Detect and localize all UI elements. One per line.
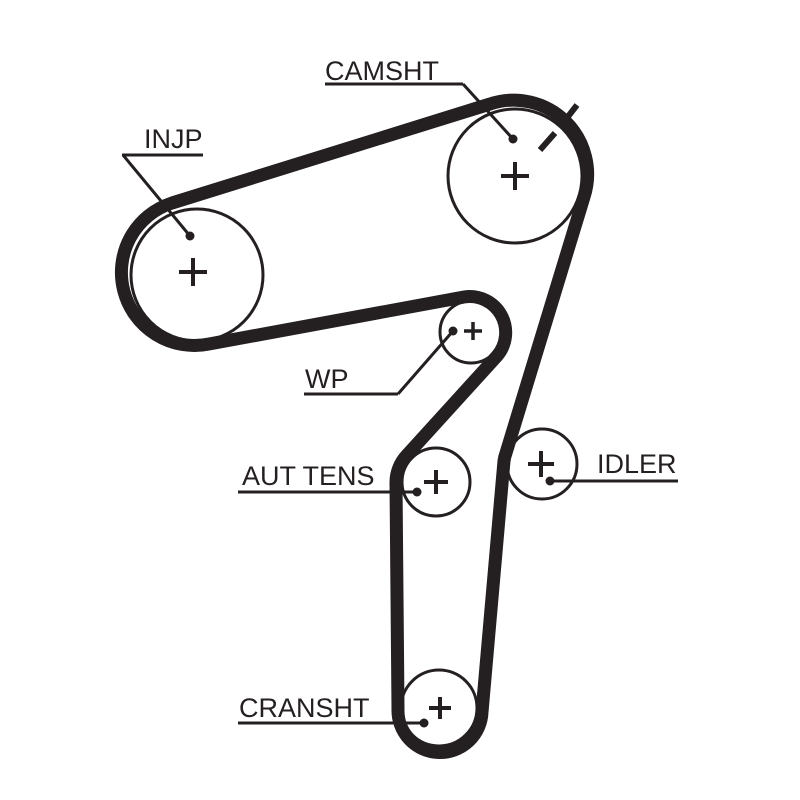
label-aut-tens: AUT TENS [242,461,375,491]
timing-mark-dashes [537,103,580,152]
leader-lines [121,82,678,725]
leader-dot-camsht [508,134,518,144]
label-injp: INJP [144,124,203,154]
leader-dot-wp [448,326,458,336]
label-idler: IDLER [597,449,677,479]
leader-line-wp [396,330,455,395]
leader-dot-aut-tens [412,487,422,497]
label-wp: WP [305,364,349,394]
timing-belt-path [114,93,595,760]
leader-dots [185,134,555,728]
leader-dot-idler [545,476,555,486]
center-marker-camsht [501,162,529,190]
center-marker-wp [464,322,482,340]
ink-strokes [114,82,678,760]
leader-line-camsht [461,82,515,141]
pulley-circle-injp [129,207,265,343]
center-markers [179,162,554,719]
leader-line-injp [121,154,192,237]
center-marker-aut-tens [424,470,448,494]
center-marker-injp [179,258,207,286]
label-camsht: CAMSHT [325,56,439,86]
leader-dot-injp [185,231,195,241]
leader-dot-cransht [419,718,429,728]
center-marker-cransht [429,697,451,719]
center-marker-idler [528,451,554,477]
label-cransht: CRANSHT [239,693,370,723]
